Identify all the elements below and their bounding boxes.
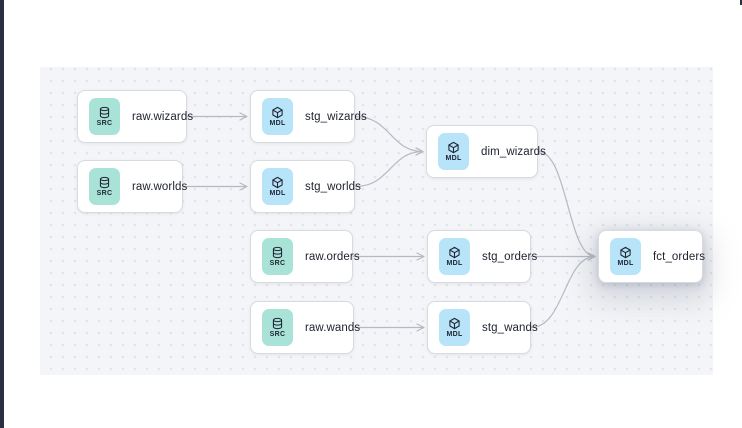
node-label: dim_wizards: [481, 145, 547, 158]
edge-dim-wizards-to-fct-orders: [537, 150, 596, 261]
node-stg-wizards[interactable]: MDL stg_wizards: [250, 90, 367, 143]
cube-icon: [271, 106, 284, 119]
node-label: raw.worlds: [132, 180, 188, 193]
node-stg-worlds[interactable]: MDL stg_worlds: [250, 160, 361, 213]
node-raw-worlds[interactable]: SRC raw.worlds: [77, 160, 187, 213]
edge-stg-wands-to-fct-orders: [530, 252, 596, 329]
node-type-badge: SRC: [89, 168, 120, 205]
database-icon: [271, 317, 284, 330]
node-type-badge: MDL: [610, 238, 641, 275]
cube-icon: [447, 141, 460, 154]
badge-label: MDL: [446, 260, 463, 267]
badge-label: MDL: [269, 190, 286, 197]
window-edge-left: [0, 0, 4, 428]
node-label: stg_wizards: [305, 110, 367, 123]
node-type-badge: SRC: [262, 309, 293, 346]
node-type-badge: MDL: [262, 98, 293, 135]
node-label: stg_wands: [482, 321, 538, 334]
badge-label: MDL: [269, 120, 286, 127]
badge-label: MDL: [445, 155, 462, 162]
node-raw-wizards[interactable]: SRC raw.wizards: [77, 90, 193, 143]
window-corner-mark: [740, 0, 742, 5]
badge-label: MDL: [617, 260, 634, 267]
edge-stg-worlds-to-dim-wizards: [354, 147, 424, 188]
node-type-badge: SRC: [262, 238, 293, 275]
cube-icon: [448, 246, 461, 259]
cube-icon: [619, 246, 632, 259]
node-raw-orders[interactable]: SRC raw.orders: [250, 230, 360, 283]
node-label: fct_orders: [653, 250, 706, 263]
node-type-badge: MDL: [439, 238, 470, 275]
node-raw-wands[interactable]: SRC raw.wands: [250, 301, 360, 354]
badge-label: MDL: [446, 331, 463, 338]
database-icon: [98, 106, 111, 119]
node-label: stg_orders: [482, 250, 538, 263]
lineage-canvas[interactable]: SRC raw.wizards MDL stg_wizards: [40, 67, 713, 375]
database-icon: [271, 246, 284, 259]
node-label: raw.wizards: [132, 110, 194, 123]
node-type-badge: MDL: [262, 168, 293, 205]
node-type-badge: SRC: [89, 98, 120, 135]
node-type-badge: MDL: [438, 133, 469, 170]
node-label: stg_worlds: [305, 180, 361, 193]
badge-label: SRC: [269, 331, 286, 338]
cube-icon: [448, 317, 461, 330]
node-label: raw.orders: [305, 250, 360, 263]
database-icon: [98, 176, 111, 189]
node-stg-orders[interactable]: MDL stg_orders: [427, 230, 537, 283]
node-dim-wizards[interactable]: MDL dim_wizards: [426, 125, 546, 178]
badge-label: SRC: [96, 120, 113, 127]
node-type-badge: MDL: [439, 309, 470, 346]
node-label: raw.wands: [305, 321, 361, 334]
node-fct-orders[interactable]: MDL fct_orders: [598, 230, 706, 283]
node-stg-wands[interactable]: MDL stg_wands: [427, 301, 538, 354]
badge-label: SRC: [96, 190, 113, 197]
cube-icon: [271, 176, 284, 189]
badge-label: SRC: [269, 260, 286, 267]
